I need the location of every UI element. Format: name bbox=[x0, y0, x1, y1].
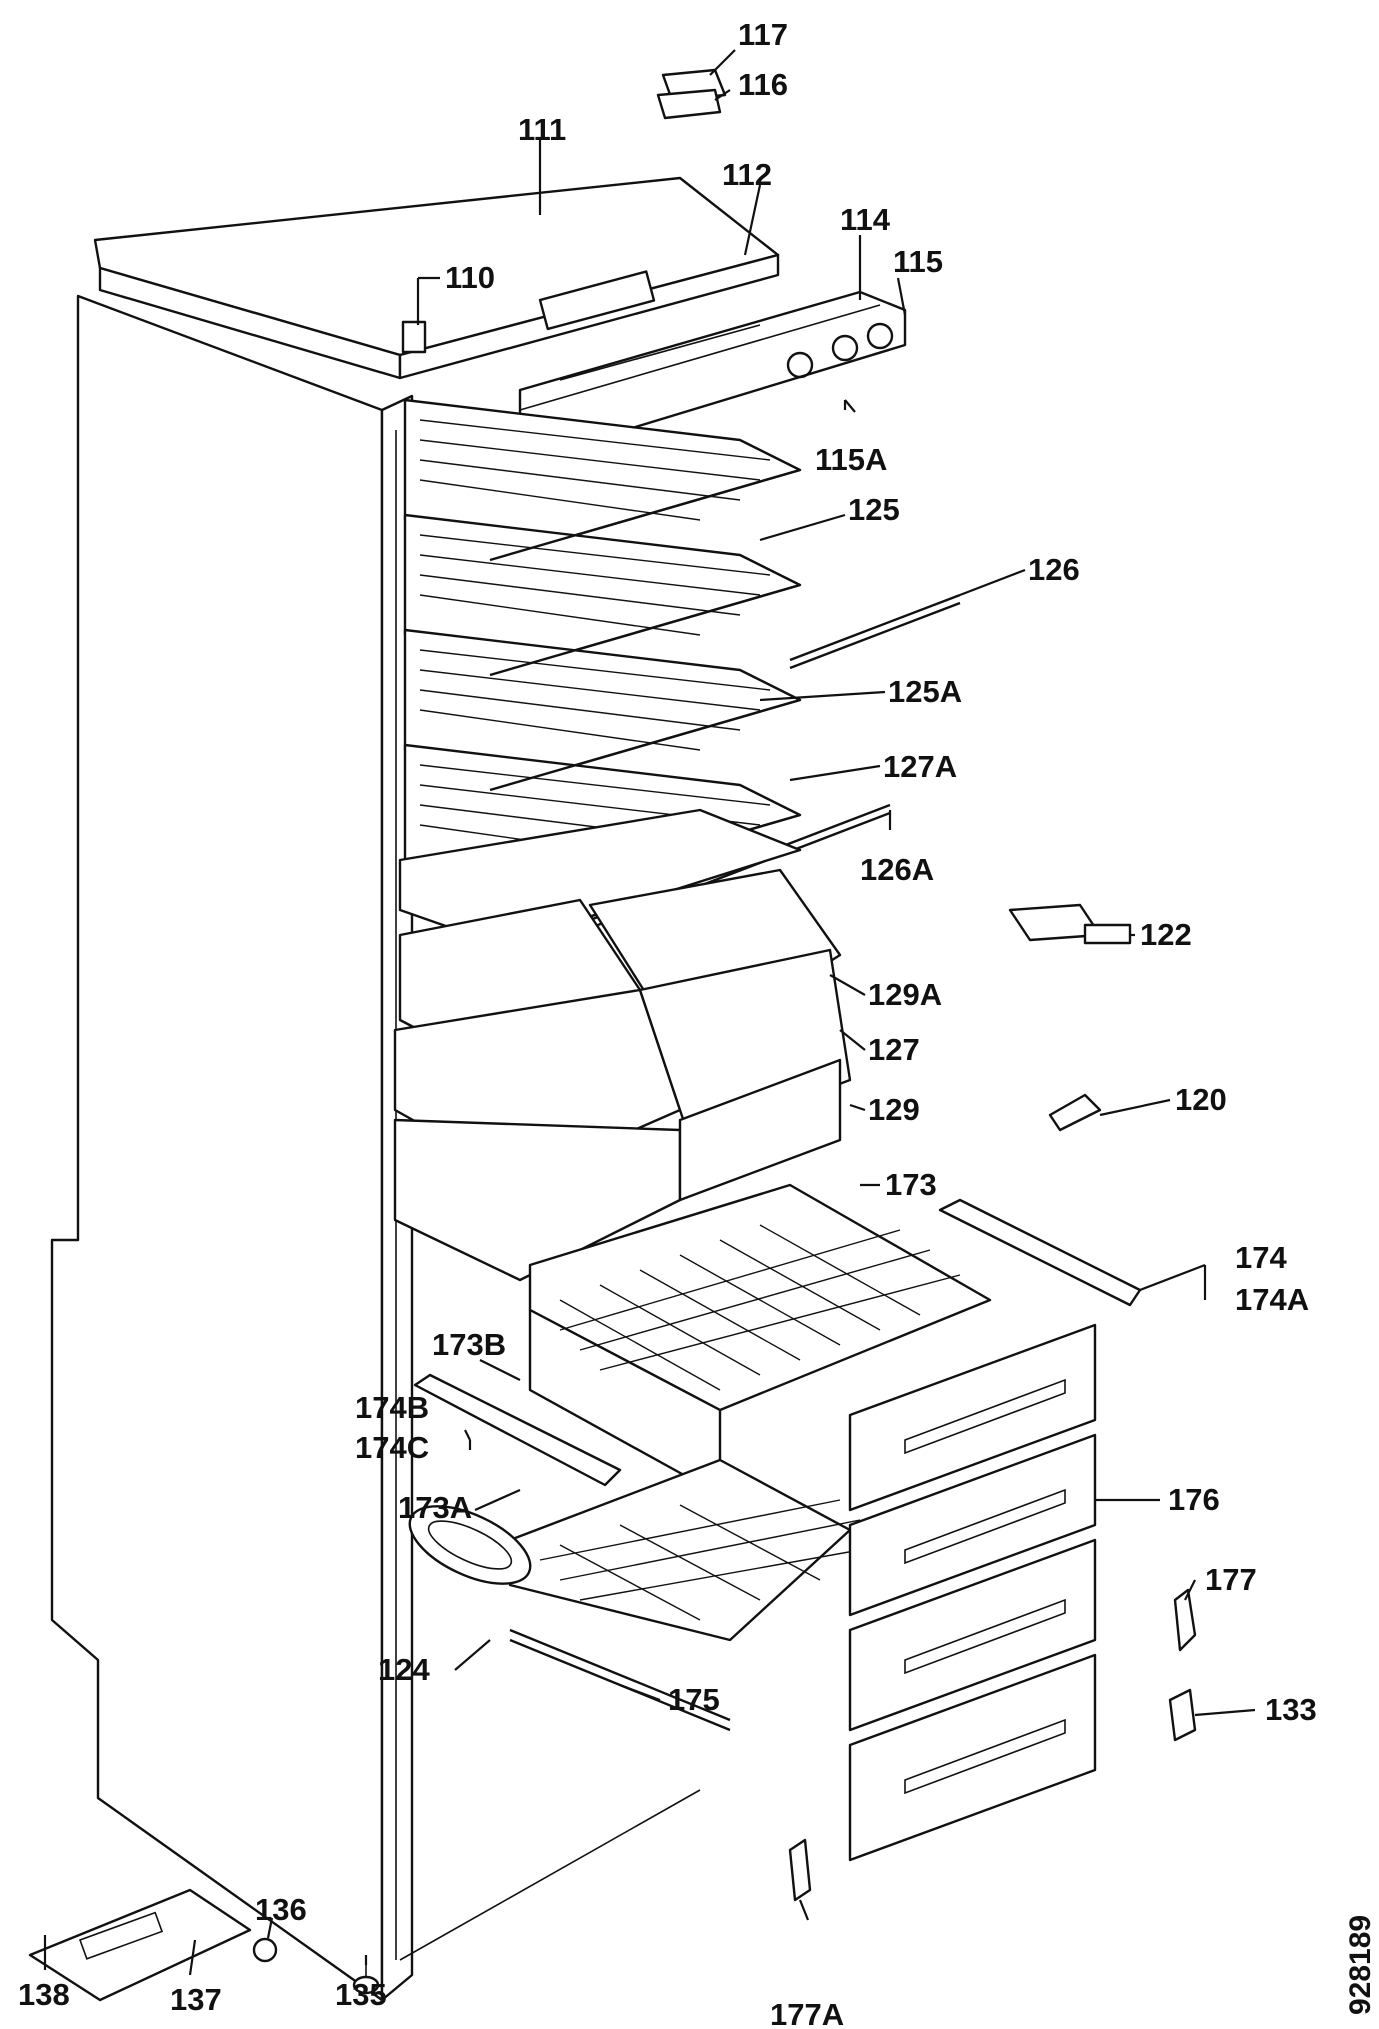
label-135: 135 bbox=[335, 1977, 387, 2012]
label-176: 176 bbox=[1168, 1482, 1220, 1517]
label-174A: 174A bbox=[1235, 1282, 1309, 1317]
label-125A: 125A bbox=[888, 674, 962, 709]
handle-133 bbox=[1168, 1688, 1197, 1742]
label-117: 117 bbox=[738, 17, 788, 52]
hinge-177 bbox=[1173, 1588, 1197, 1652]
drawer-fronts bbox=[848, 1323, 1097, 1862]
top-hinge bbox=[656, 68, 727, 120]
label-114: 114 bbox=[840, 202, 891, 237]
egg-tray bbox=[408, 1505, 532, 1585]
part-122 bbox=[1008, 903, 1132, 945]
label-126: 126 bbox=[1028, 552, 1080, 587]
crisper-drawers bbox=[393, 868, 852, 1282]
label-120: 120 bbox=[1175, 1082, 1227, 1117]
cabinet-body bbox=[50, 294, 701, 2002]
label-125: 125 bbox=[848, 492, 900, 527]
label-115A: 115A bbox=[815, 442, 887, 477]
label-129A: 129A bbox=[868, 977, 942, 1012]
label-116: 116 bbox=[738, 67, 788, 102]
wire-baskets bbox=[508, 1183, 992, 1642]
label-137: 137 bbox=[170, 1982, 222, 2017]
part-120 bbox=[1048, 1093, 1102, 1132]
label-111: 111 bbox=[518, 112, 566, 147]
foot-135 bbox=[352, 1965, 380, 1995]
drawing-number: 928189 bbox=[1344, 1915, 1377, 2015]
label-124: 124 bbox=[378, 1652, 430, 1687]
hinge-177A bbox=[788, 1838, 812, 1902]
label-174C: 174C bbox=[355, 1430, 429, 1465]
slide-rails bbox=[413, 1198, 1142, 1487]
label-173A: 173A bbox=[398, 1490, 472, 1525]
label-127: 127 bbox=[868, 1032, 920, 1067]
label-136: 136 bbox=[255, 1892, 307, 1927]
label-174: 174 bbox=[1235, 1240, 1287, 1275]
label-115: 115 bbox=[893, 244, 943, 279]
base-plate-138 bbox=[28, 1888, 252, 2002]
label-133: 133 bbox=[1265, 1692, 1317, 1727]
label-126A: 126A bbox=[860, 852, 934, 887]
label-129: 129 bbox=[868, 1092, 920, 1127]
label-174B: 174B bbox=[355, 1390, 429, 1425]
label-127A: 127A bbox=[883, 749, 957, 784]
leader-lines bbox=[43, 49, 1256, 1976]
label-173B: 173B bbox=[432, 1327, 506, 1362]
label-122: 122 bbox=[1140, 917, 1192, 952]
bracket-110 bbox=[401, 320, 427, 354]
label-112: 112 bbox=[722, 157, 772, 192]
label-177A: 177A bbox=[770, 1997, 844, 2029]
label-175: 175 bbox=[668, 1682, 720, 1717]
part-labels: 117 116 111 112 114 115 110 115A 125 126… bbox=[18, 17, 1317, 2029]
label-138: 138 bbox=[18, 1977, 70, 2012]
foot-136 bbox=[252, 1937, 278, 1963]
label-173: 173 bbox=[885, 1167, 937, 1202]
label-110: 110 bbox=[445, 260, 495, 295]
label-177: 177 bbox=[1205, 1562, 1257, 1597]
